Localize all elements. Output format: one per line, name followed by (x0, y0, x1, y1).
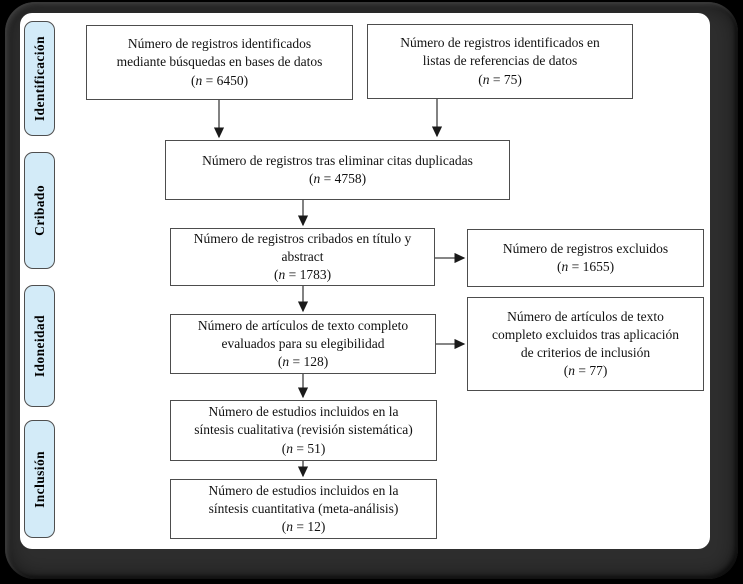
box-text-line: abstract (281, 248, 324, 264)
stage-label-cribado: Cribado (24, 152, 55, 269)
box-text-line: completo excluidos tras aplicación (491, 326, 680, 342)
flow-box-identified-db: Número de registros identificados median… (86, 25, 353, 100)
box-text-line: Número de registros cribados en título y (193, 230, 412, 246)
box-text-line: Número de estudios incluidos en la (208, 404, 399, 420)
box-text-line: listas de referencias de datos (422, 53, 578, 69)
box-count-line: (n = 1783) (273, 267, 332, 283)
box-count-line: (n = 128) (277, 354, 329, 370)
flow-box-fulltext-assessed: Número de artículos de texto completo ev… (170, 314, 436, 374)
box-text-line: mediante búsquedas en bases de datos (116, 54, 323, 70)
stage-label-inclusion: Inclusión (24, 420, 55, 538)
flow-box-records-excluded: Número de registros excluidos (n = 1655) (467, 229, 704, 287)
box-count-line: (n = 1655) (556, 259, 615, 274)
box-text-line: Número de registros excluidos (502, 240, 669, 256)
box-count-line: (n = 75) (478, 71, 522, 87)
box-text-line: Número de registros tras eliminar citas … (202, 152, 473, 168)
stage-label-text: Inclusión (31, 450, 47, 508)
box-text-line: síntesis cualitativa (revisión sistemáti… (194, 422, 413, 438)
stage-label-identificacion: Identificación (24, 21, 55, 136)
box-text-line: Número de estudios incluidos en la (208, 482, 399, 498)
stage-label-text: Idoneidad (31, 314, 47, 378)
box-count-line: (n = 4758) (308, 171, 367, 186)
flow-box-quantitative: Número de estudios incluidos en la sínte… (170, 479, 437, 539)
box-text-line: Número de artículos de texto completo (197, 317, 409, 333)
flow-box-identified-refs: Número de registros identificados en lis… (367, 24, 633, 99)
flow-box-deduplicated: Número de registros tras eliminar citas … (165, 140, 510, 200)
flow-box-screened: Número de registros cribados en título y… (170, 228, 435, 286)
flow-box-qualitative: Número de estudios incluidos en la sínte… (170, 400, 437, 461)
box-text-line: Número de registros identificados en (400, 35, 600, 51)
box-count-line: (n = 12) (281, 519, 326, 535)
box-text-line: Número de registros identificados (127, 36, 312, 52)
box-text-line: evaluados para su elegibilidad (221, 335, 385, 351)
box-count-line: (n = 51) (281, 440, 326, 456)
box-text-line: síntesis cuantitativa (meta-análisis) (208, 500, 399, 516)
box-count-line: (n = 6450) (190, 72, 249, 88)
stage-label-text: Cribado (31, 185, 47, 236)
box-text-line: de criterios de inclusión (520, 345, 651, 360)
stage-label-idoneidad: Idoneidad (24, 285, 55, 407)
stage-label-text: Identificación (31, 35, 47, 122)
box-count-line: (n = 77) (563, 363, 608, 379)
flow-box-fulltext-excluded: Número de artículos de texto completo ex… (467, 297, 704, 391)
box-text-line: Número de artículos de texto (507, 308, 664, 324)
